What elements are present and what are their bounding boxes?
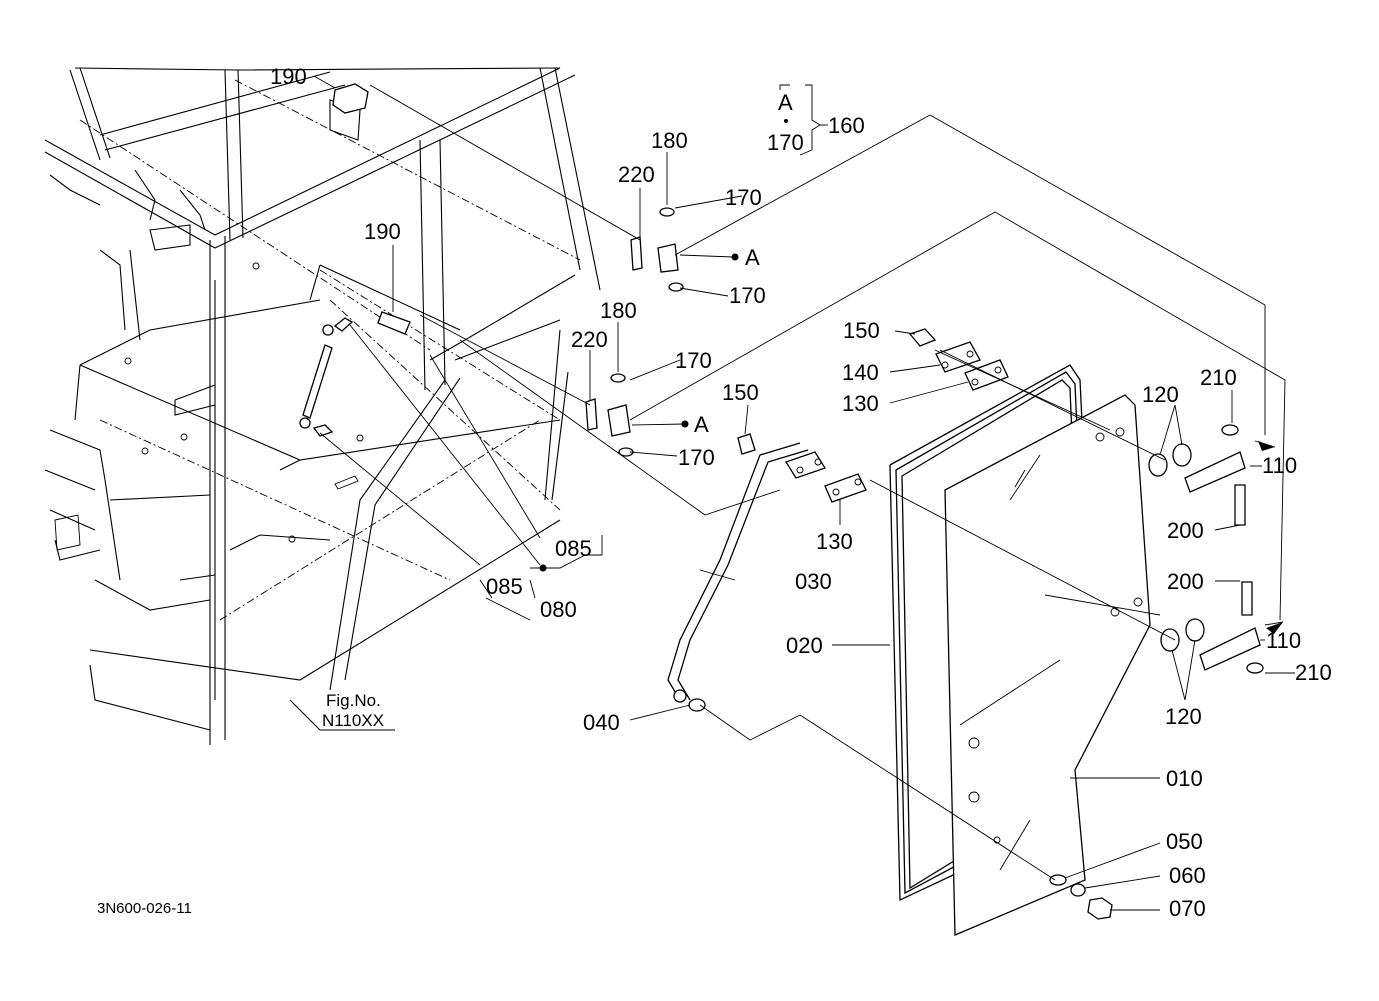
hinge-arms <box>1148 424 1264 674</box>
callout-190-top: 190 <box>270 64 307 89</box>
callout-200-a: 200 <box>1167 518 1204 543</box>
cab-frame <box>44 67 601 745</box>
detail-bracket-a <box>779 84 828 156</box>
marker-a-lower: A <box>694 412 709 437</box>
callout-150-b: 150 <box>722 380 759 405</box>
callout-labels: 190 190 220 220 180 180 170 170 170 170 … <box>97 64 1332 921</box>
callout-200-b: 200 <box>1167 569 1204 594</box>
callout-040: 040 <box>583 710 620 735</box>
marker-dot-a-upper <box>731 253 739 261</box>
callout-120-a: 120 <box>1142 382 1179 407</box>
callout-130-b: 130 <box>816 529 853 554</box>
fasteners <box>1049 874 1113 920</box>
callout-170-d: 170 <box>678 445 715 470</box>
callout-150-a: 150 <box>843 318 880 343</box>
callout-070: 070 <box>1169 896 1206 921</box>
arrow-110-lower <box>1266 622 1283 634</box>
callout-110-b: 110 <box>1266 628 1301 653</box>
callout-060: 060 <box>1169 863 1206 888</box>
callout-180-top: 180 <box>651 128 688 153</box>
leader-lines <box>289 75 1295 911</box>
callout-050: 050 <box>1166 829 1203 854</box>
callout-120-b: 120 <box>1165 704 1202 729</box>
callout-190-mid: 190 <box>364 219 401 244</box>
marker-a-upper: A <box>745 245 760 270</box>
callout-170-c: 170 <box>675 348 712 373</box>
callout-085-a: 085 <box>555 536 592 561</box>
callout-130-a: 130 <box>842 391 879 416</box>
marker-dot-080 <box>539 564 547 572</box>
hinge-plates <box>908 328 1009 391</box>
fig-ref-line1: Fig.No. <box>326 691 381 710</box>
callout-210-b: 210 <box>1295 660 1332 685</box>
callout-010: 010 <box>1166 766 1203 791</box>
hinge-upper <box>332 83 684 292</box>
callout-140: 140 <box>842 360 879 385</box>
callout-220-mid: 220 <box>571 327 608 352</box>
callout-170-a: 170 <box>725 185 762 210</box>
callout-020: 020 <box>786 633 823 658</box>
gas-strut <box>299 311 411 437</box>
door-handle-030 <box>667 433 867 712</box>
drawing-code: 3N600-026-11 <box>97 900 192 917</box>
assembly-lines <box>369 84 1286 881</box>
detail-part-170: 170 <box>767 130 804 155</box>
marker-dot-a-lower <box>681 420 689 428</box>
arrow-110-upper <box>1258 441 1275 451</box>
hinge-lower <box>585 373 634 457</box>
callout-085-b: 085 <box>486 574 523 599</box>
marker-dot-detail <box>784 119 788 123</box>
door-glass-010 <box>944 394 1151 936</box>
fig-ref-line2: N110XX <box>322 711 384 730</box>
callout-030: 030 <box>795 569 832 594</box>
detail-assembly-160: 160 <box>828 113 865 138</box>
callout-110-a: 110 <box>1262 453 1297 478</box>
callout-080: 080 <box>540 597 577 622</box>
detail-letter-a: A <box>778 90 793 115</box>
callout-210-a: 210 <box>1200 365 1237 390</box>
callout-180-mid: 180 <box>600 298 637 323</box>
callout-170-b: 170 <box>729 283 766 308</box>
callout-220-top: 220 <box>618 162 655 187</box>
